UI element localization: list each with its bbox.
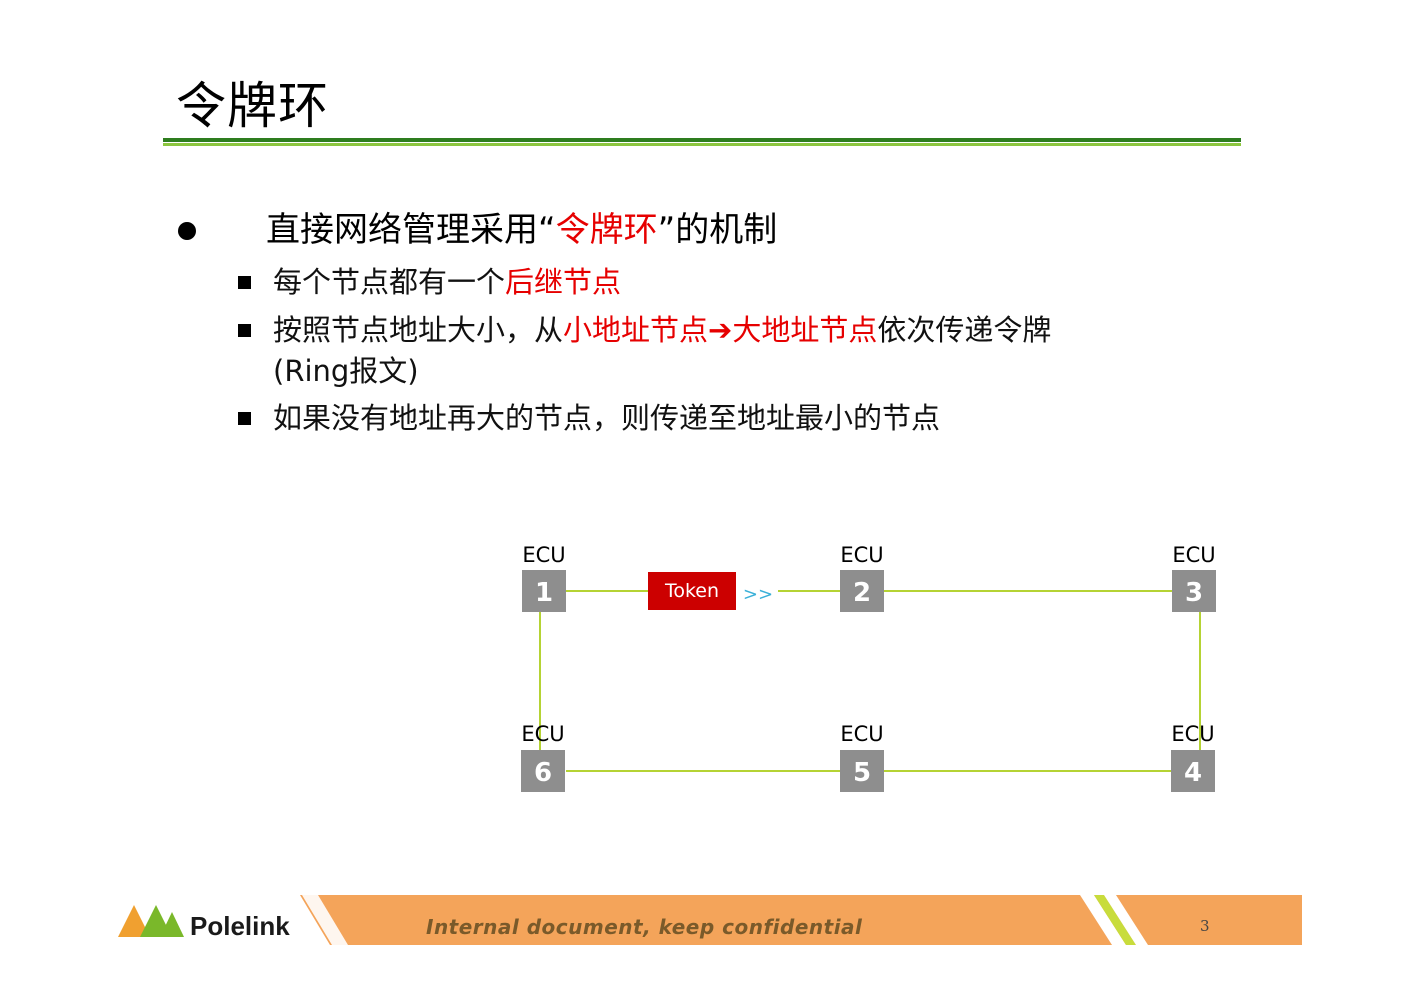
ecu-node-number: 3 xyxy=(1185,578,1203,608)
main-bullet-highlight: 令牌环 xyxy=(555,210,658,250)
page-number: 3 xyxy=(1200,917,1210,935)
sub-bullet-3-text: 如果没有地址再大的节点，则传递至地址最小的节点 xyxy=(273,401,941,435)
ecu-node-4-box xyxy=(1171,750,1215,792)
polelink-logo-icon xyxy=(118,905,184,937)
ecu-node-number: 1 xyxy=(535,578,553,608)
sub-bullet-2: 按照节点地址大小，从小地址节点➔大地址节点依次传递令牌 xyxy=(273,310,1051,350)
sub-bullet-2-highlight: 小地址节点➔大地址节点 xyxy=(563,313,878,347)
ecu-node-5-box xyxy=(840,750,884,792)
square-bullet-icon xyxy=(238,412,251,425)
square-bullet-icon xyxy=(238,276,251,289)
sub-bullet-3: 如果没有地址再大的节点，则传递至地址最小的节点 xyxy=(273,398,940,438)
title-underline-light xyxy=(163,143,1241,146)
ecu-label: ECU xyxy=(840,543,883,567)
confidential-notice: Internal document, keep confidential xyxy=(426,915,863,939)
ecu-node-number: 4 xyxy=(1184,758,1202,788)
ecu-label: ECU xyxy=(840,722,883,746)
ecu-node-number: 2 xyxy=(853,578,871,608)
sub-bullet-2-text-b: 依次传递令牌 xyxy=(877,313,1052,347)
footer-stripe-green xyxy=(1094,895,1136,945)
ecu-node-number: 6 xyxy=(534,758,552,788)
sub-bullet-1-text: 每个节点都有一个 xyxy=(273,265,506,299)
token-label: Token xyxy=(664,580,719,602)
brand-name: Polelink xyxy=(190,911,290,941)
bullet-dot-icon xyxy=(178,222,196,240)
footer-stripe-white xyxy=(1104,895,1148,945)
ecu-label: ECU xyxy=(1172,543,1215,567)
square-bullet-icon xyxy=(238,324,251,337)
sub-bullet-2-text-a: 按照节点地址大小，从 xyxy=(273,313,564,347)
ecu-node-number: 5 xyxy=(853,758,871,788)
ecu-node-1-box xyxy=(522,570,566,612)
ecu-node-3-box xyxy=(1172,570,1216,612)
slide-title: 令牌环 xyxy=(176,77,329,135)
ring-links xyxy=(539,590,1201,772)
main-bullet-text: 直接网络管理采用“令牌环”的机制 xyxy=(266,206,777,254)
ecu-label: ECU xyxy=(521,722,564,746)
sub-bullet-1-highlight: 后继节点 xyxy=(505,265,622,299)
sub-bullet-1: 每个节点都有一个后继节点 xyxy=(273,262,621,302)
ecu-label: ECU xyxy=(522,543,565,567)
ecu-node-6-box xyxy=(521,750,565,792)
main-bullet-suffix: ”的机制 xyxy=(657,210,778,250)
ecu-node-2-box xyxy=(840,570,884,612)
title-underline-dark xyxy=(163,138,1241,142)
footer-orange-band xyxy=(300,895,1302,945)
token-box xyxy=(648,572,736,610)
token-direction-arrow: >> xyxy=(743,584,773,605)
sub-bullet-2-continuation: (Ring报文) xyxy=(273,354,419,388)
ecu-label: ECU xyxy=(1171,722,1214,746)
footer-stripe-white xyxy=(1080,895,1126,945)
main-bullet-prefix: 直接网络管理采用“ xyxy=(266,210,556,250)
